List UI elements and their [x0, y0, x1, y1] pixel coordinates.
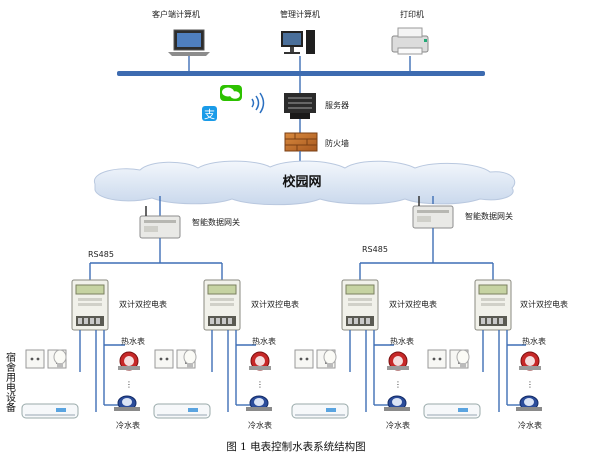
hot-water-meter-4-label: 热水表: [522, 336, 546, 346]
cold-water-meter-1-label: 冷水表: [116, 420, 140, 430]
aircon-4-icon: [423, 403, 481, 419]
admin-computer-label: 管理计算机: [280, 9, 320, 19]
electric-meter-2-icon: [203, 279, 241, 331]
right-rs485-label: RS485: [362, 245, 388, 254]
hot-water-meter-4-icon: [518, 351, 542, 371]
cold-water-meter-4-icon: [515, 395, 543, 412]
server-icon: [284, 93, 316, 119]
ellipsis-2: ⋮: [256, 380, 264, 389]
hot-water-meter-2-icon: [248, 351, 272, 371]
cold-water-meter-3-label: 冷水表: [386, 420, 410, 430]
left-gateway-icon: [139, 206, 181, 239]
electric-meter-1-label: 双计双控电表: [119, 299, 167, 309]
firewall-icon: [284, 132, 318, 152]
hot-water-meter-3-label: 热水表: [390, 336, 414, 346]
network-bus: [117, 71, 485, 76]
ellipsis-4: ⋮: [526, 380, 534, 389]
electric-meter-1-icon: [71, 279, 109, 331]
client-computer-label: 客户端计算机: [152, 9, 200, 19]
cold-water-meter-3-icon: [383, 395, 411, 412]
electric-meter-4-label: 双计双控电表: [520, 299, 568, 309]
hot-water-meter-3-icon: [386, 351, 410, 371]
electric-meter-3-icon: [341, 279, 379, 331]
cold-water-meter-1-icon: [113, 395, 141, 412]
hot-water-meter-1-icon: [117, 351, 141, 371]
dorm-equipment-label: 宿舍用电设备: [4, 351, 16, 413]
right-gateway-icon: [412, 196, 454, 229]
hot-water-meter-2-label: 热水表: [252, 336, 276, 346]
electric-meter-2-label: 双计双控电表: [251, 299, 299, 309]
electric-meter-4-icon: [474, 279, 512, 331]
campus-network-cloud: [94, 160, 516, 206]
wechat-icon: [220, 85, 242, 101]
aircon-2-icon: [153, 403, 211, 419]
admin-computer-icon: [281, 30, 315, 54]
cold-water-meter-2-icon: [245, 395, 273, 412]
figure-caption: 图 1 电表控制水表系统结构图: [226, 440, 365, 453]
campus-network-label: 校园网: [282, 174, 321, 190]
firewall-label: 防火墙: [325, 138, 349, 148]
ellipsis-1: ⋮: [125, 380, 133, 389]
cold-water-meter-4-label: 冷水表: [518, 420, 542, 430]
right-gateway-label: 智能数据网关: [465, 211, 513, 221]
server-label: 服务器: [325, 100, 349, 110]
wireless-signal-icon: [251, 92, 265, 114]
alipay-icon: 支: [202, 106, 217, 121]
left-gateway-label: 智能数据网关: [192, 217, 240, 227]
aircon-1-icon: [21, 403, 79, 419]
svg-text:支: 支: [204, 108, 215, 121]
printer-label: 打印机: [400, 9, 424, 19]
client-computer-icon: [168, 29, 210, 56]
hot-water-meter-1-label: 热水表: [121, 336, 145, 346]
ellipsis-3: ⋮: [394, 380, 402, 389]
cold-water-meter-2-label: 冷水表: [248, 420, 272, 430]
left-rs485-label: RS485: [88, 250, 114, 259]
electric-meter-3-label: 双计双控电表: [389, 299, 437, 309]
aircon-3-icon: [291, 403, 349, 419]
printer-icon: [391, 27, 429, 55]
